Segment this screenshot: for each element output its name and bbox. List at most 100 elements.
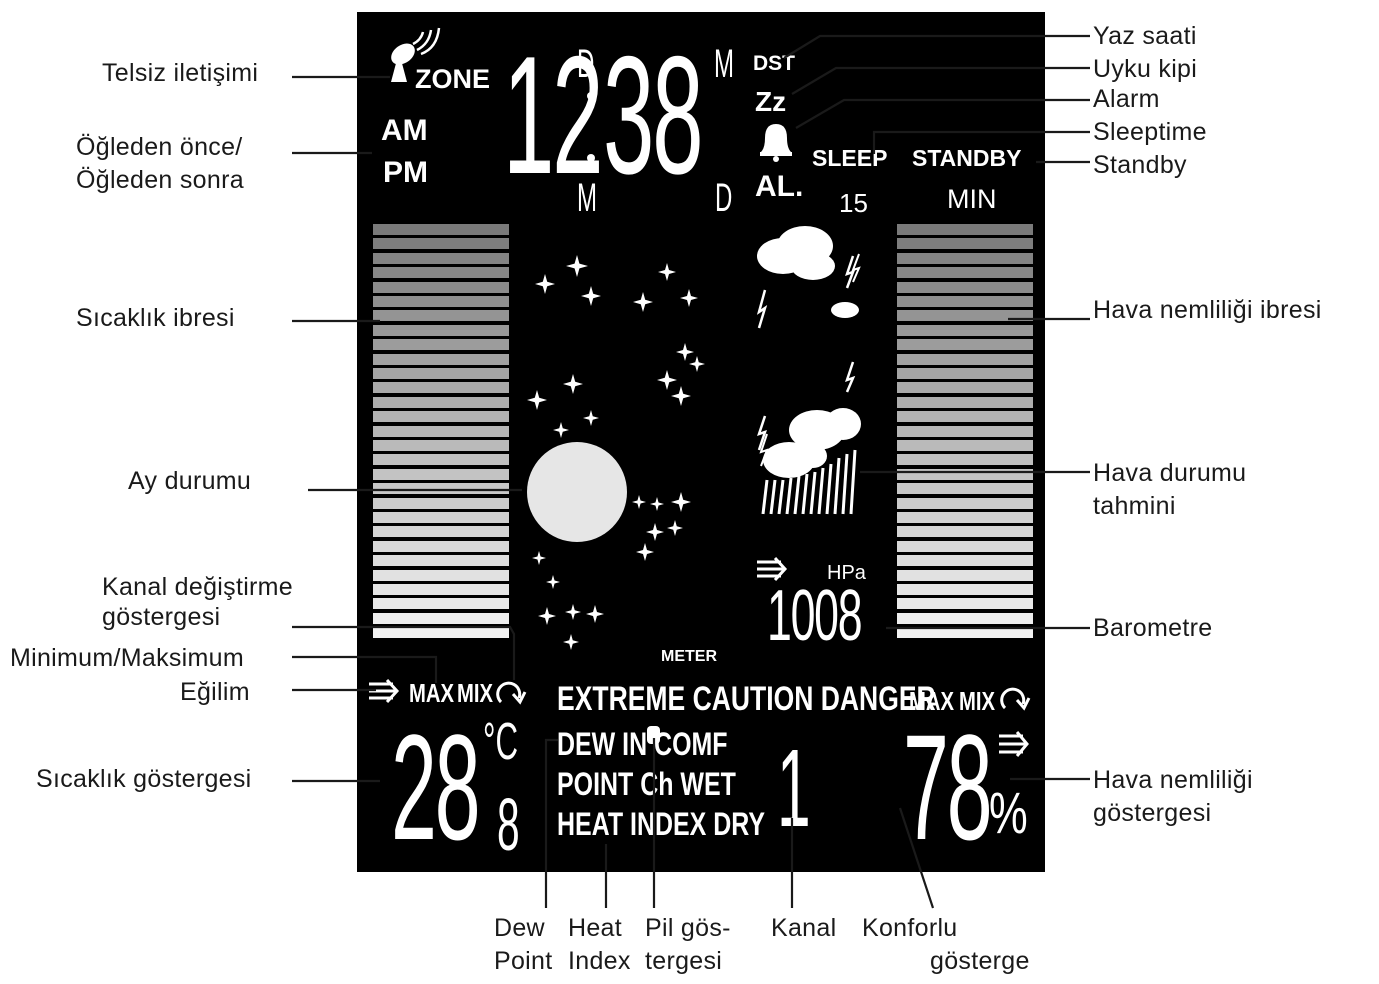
label-dew-2: Point [494,947,553,975]
gauge-segment [373,454,509,466]
gauge-segment [897,468,1033,480]
battery-icon [647,726,660,744]
moon-icon [527,442,627,542]
humidity-value: 78 [903,703,993,871]
date-d-top: D [577,42,595,86]
pm-indicator: PM [383,156,428,189]
temp-max-label: MAX [409,678,455,708]
label-alarm: Alarm [1093,85,1160,113]
sleep-minutes: 15 [839,188,868,218]
star-icon [553,422,569,438]
sleep-zz-indicator: Zz [755,86,787,117]
point-ch-wet-row: POINT Ch WET [557,766,736,802]
star-icon [586,605,604,623]
heat-index-dry-row: HEAT INDEX DRY [557,806,766,842]
star-icon [636,543,654,561]
gauge-segment [373,396,509,408]
temperature-value: 28 [391,703,481,871]
gauge-segment [373,310,509,322]
label-comfort-1: Konforlu [862,914,958,942]
clock-hours: 12 [503,21,604,209]
meter-label: METER [661,648,717,665]
label-battery-2: tergesi [645,947,723,975]
star-icon [657,370,677,390]
gauge-segment [897,512,1033,523]
gauge-segment [373,540,509,552]
label-trend: Eğilim [180,678,250,706]
label-humidity-display-1: Hava nemliliği [1093,766,1253,794]
star-icon [658,263,676,281]
label-humidity-display-2: göstergesi [1093,799,1212,827]
star-icon [676,343,694,361]
gauge-segment [373,612,509,624]
label-radio: Telsiz iletişimi [102,59,259,87]
star-icon [581,286,601,306]
label-heat-2: Index [568,947,631,975]
label-minmax: Minimum/Maksimum [10,644,244,672]
star-icon [546,575,560,589]
gauge-segment [373,440,509,451]
gauge-segment [373,483,509,495]
zone-text: ZONE [415,64,491,94]
humidity-mix-label: MIX [959,686,996,716]
gauge-segment [897,224,1033,235]
gauge-segment [373,425,509,437]
gauge-segment [897,238,1033,250]
temperature-decimal: 8 [497,783,520,866]
label-channel-change-1: Kanal değiştirme [102,573,294,601]
label-comfort-2: gösterge [930,947,1030,975]
caution-row: EXTREME CAUTION DANGER [557,680,936,718]
gauge-segment [897,281,1033,293]
gauge-segment [897,497,1033,509]
label-barometer: Barometre [1093,614,1213,642]
label-battery-1: Pil gös- [645,914,731,942]
star-icon [689,356,705,372]
gauge-segment [373,238,509,250]
channel-cycle-icon [496,681,527,705]
humidity-max-label: MAX [909,686,955,716]
standby-label: STANDBY [912,145,1022,171]
star-icon [646,523,664,541]
cloud-icon [757,226,859,318]
label-channel-change-2: göstergesi [102,603,221,631]
label-temp-gauge: Sıcaklık ibresi [76,304,235,332]
pressure-value: 1008 [767,576,863,656]
gauge-segment [373,468,509,480]
temp-mix-label: MIX [457,678,494,708]
star-icon [671,386,691,406]
star-icon [671,492,691,512]
hpa-unit: HPa [827,562,866,584]
min-label: MIN [947,184,997,214]
dst-indicator: DST [753,52,795,75]
star-icon [532,551,546,565]
clock-colon [587,92,595,100]
gauge-segment [897,555,1033,567]
temperature-trend-icon [369,678,400,704]
gauge-segment [373,497,509,509]
label-dew-1: Dew [494,914,545,942]
star-icon [566,255,588,277]
star-icon [632,495,646,509]
star-icon [563,634,579,650]
date-d-bottom: D [715,176,733,220]
label-sleep-mode: Uyku kipi [1093,55,1198,83]
gauge-segment [897,396,1033,408]
star-icon [565,604,581,620]
star-icon [667,520,683,536]
gauge-segment [897,425,1033,437]
gauge-segment [373,324,509,336]
channel-cycle-icon-right [1000,687,1031,711]
label-channel: Kanal [771,914,837,942]
gauge-segment [897,483,1033,495]
gauge-segment [897,310,1033,322]
gauge-segment [897,252,1033,264]
gauge-segment [897,540,1033,552]
gauge-segment [897,598,1033,610]
date-m-top: M [714,42,734,86]
pressure-trend-icon [757,556,788,582]
label-sleeptime: Sleeptime [1093,118,1207,146]
star-icon [563,374,583,394]
label-dst: Yaz saati [1093,22,1197,50]
gauge-segment [897,368,1033,379]
moon-phase-area [527,255,705,650]
